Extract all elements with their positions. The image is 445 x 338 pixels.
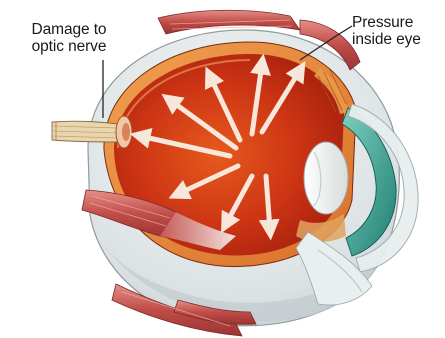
optic-nerve-label-line1: Damage to — [8, 21, 130, 38]
pressure-label-line1: Pressure — [352, 14, 421, 31]
optic-nerve-label-line2: optic nerve — [8, 38, 130, 55]
pressure-inside-eye-label: Pressure inside eye — [352, 14, 421, 48]
optic-nerve-damage-label: Damage to optic nerve — [8, 21, 130, 55]
lens — [304, 142, 348, 214]
pressure-label-line2: inside eye — [352, 31, 421, 48]
